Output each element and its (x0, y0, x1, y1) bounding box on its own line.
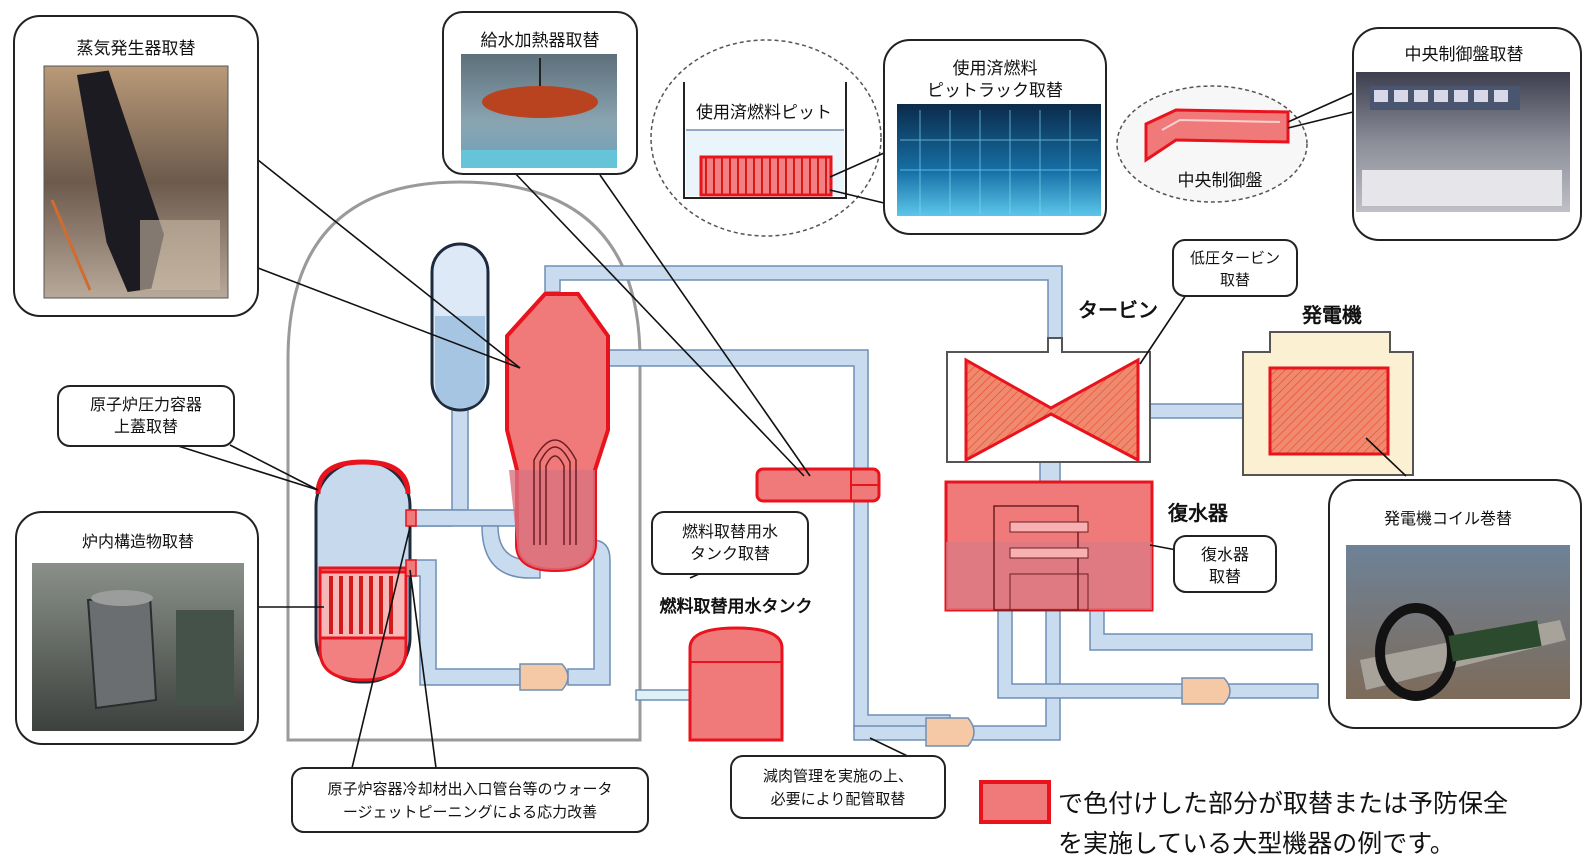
photo-control-room (1356, 72, 1570, 212)
callout-pipe-thinning: 減肉管理を実施の上、 必要により配管取替 (730, 755, 946, 819)
callout-generator-coil: 発電機コイル巻替 (1328, 479, 1582, 729)
generator-label: 発電機 (1301, 303, 1362, 327)
turbine (946, 337, 1151, 463)
photo-core-internals (32, 563, 244, 731)
fuel-water-tank-replace-label-1: 燃料取替用水 (682, 522, 778, 541)
spent-fuel-rack-label-1: 使用済燃料 (953, 58, 1038, 79)
callout-fuel-water-tank: 燃料取替用水 タンク取替 (651, 511, 809, 575)
callout-wjp: 原子炉容器冷却材出入口管台等のウォータ ージェットピーニングによる応力改善 (291, 767, 649, 833)
pipe-thinning-label-2: 必要により配管取替 (771, 790, 906, 808)
condenser (944, 480, 1154, 612)
photo-generator-rotor (1346, 545, 1570, 701)
feedwater-heater (755, 467, 881, 503)
fuel-water-tank-replace-label-2: タンク取替 (690, 544, 770, 563)
photo-feedwater-heater (461, 54, 617, 168)
steam-generator-replace-label: 蒸気発生器取替 (77, 39, 196, 59)
fuel-water-tank-label: 燃料取替用水タンク (660, 596, 813, 617)
spent-fuel-pit-label: 使用済燃料ピット (696, 102, 832, 123)
wjp-label-2: ージェットピーニングによる応力改善 (343, 803, 597, 821)
feedwater-pump (925, 717, 975, 747)
turbine-label: タービン (1078, 298, 1158, 322)
legend-swatch (979, 780, 1051, 824)
rpv-head-label-1: 原子炉圧力容器 (90, 395, 202, 414)
condensate-pump (1181, 677, 1231, 705)
control-panel-replace-label: 中央制御盤取替 (1405, 45, 1524, 65)
callout-rpv-head: 原子炉圧力容器 上蓋取替 (57, 385, 235, 447)
callout-core-internals: 炉内構造物取替 (15, 511, 259, 745)
photo-steam-generator-lift (43, 65, 229, 299)
generator-coil-label: 発電機コイル巻替 (1384, 509, 1512, 528)
legend-text-2: を実施している大型機器の例です。 (1058, 829, 1455, 858)
rpv-head-label-2: 上蓋取替 (114, 417, 178, 436)
pipe-thinning-label-1: 減肉管理を実施の上、 (763, 767, 913, 785)
wjp-label-1: 原子炉容器冷却材出入口管台等のウォータ (327, 780, 612, 798)
central-control-panel-label: 中央制御盤 (1178, 171, 1263, 191)
spent-fuel-rack-label-2: ピットラック取替 (927, 81, 1063, 101)
lp-turbine-label-1: 低圧タービン (1190, 249, 1280, 267)
callout-lp-turbine: 低圧タービン 取替 (1172, 239, 1298, 297)
steam-generator (505, 292, 610, 573)
callout-feedwater-heater: 給水加熱器取替 (442, 11, 638, 175)
spent-fuel-pit (650, 39, 882, 237)
fuel-water-tank (688, 626, 784, 742)
condenser-replace-label-1: 復水器 (1201, 545, 1249, 564)
legend-text-1: で色付けした部分が取替または予防保全 (1058, 789, 1508, 818)
feedwater-heater-replace-label: 給水加熱器取替 (481, 31, 600, 51)
coolant-pump (519, 663, 569, 691)
callout-spent-fuel-rack: 使用済燃料 ピットラック取替 (883, 39, 1107, 235)
callout-steam-generator: 蒸気発生器取替 (13, 15, 259, 317)
callout-condenser: 復水器 取替 (1173, 535, 1277, 593)
lp-turbine-label-2: 取替 (1220, 271, 1250, 289)
condenser-label: 復水器 (1167, 501, 1229, 525)
central-control-panel (1116, 85, 1308, 203)
pressurizer (430, 242, 490, 412)
leader-lines (174, 92, 1407, 769)
condenser-replace-label-2: 取替 (1209, 567, 1241, 586)
reactor-vessel (314, 459, 417, 684)
core-internals-label: 炉内構造物取替 (82, 532, 194, 551)
photo-spent-fuel-rack (897, 104, 1101, 216)
callout-control-panel: 中央制御盤取替 (1352, 27, 1582, 241)
containment-vessel (286, 180, 642, 742)
legend: で色付けした部分が取替または予防保全 を実施している大型機器の例です。 (979, 780, 1508, 858)
generator (1242, 331, 1414, 476)
